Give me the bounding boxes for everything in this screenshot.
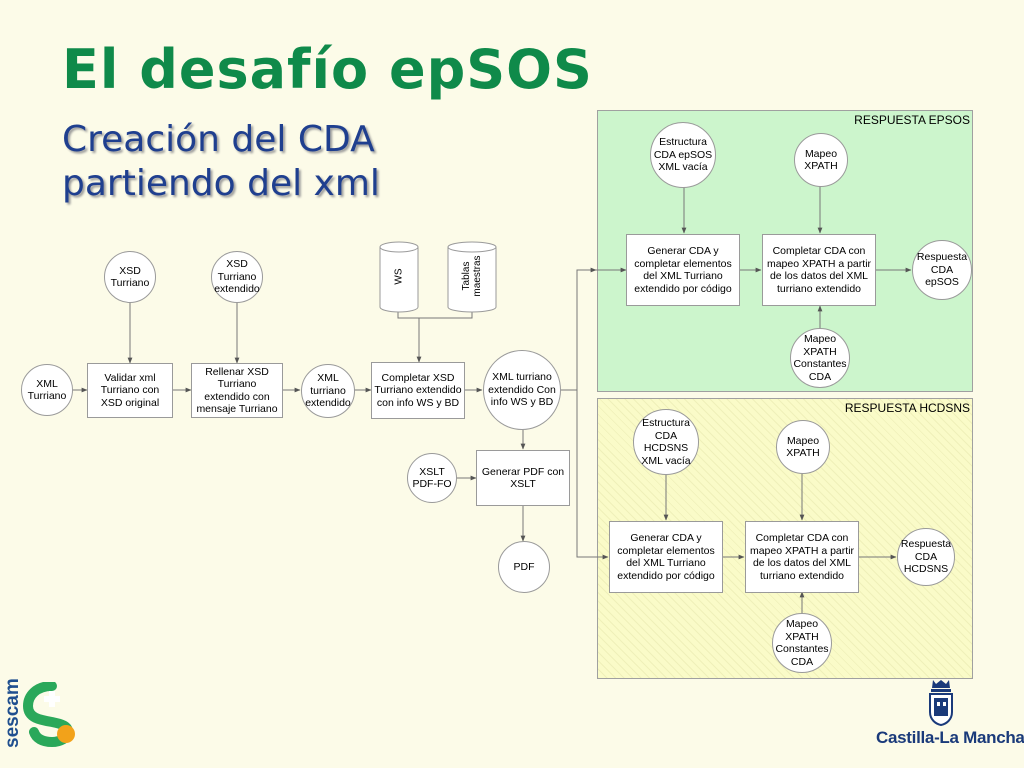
node-xsd-turriano: XSD Turriano bbox=[104, 251, 156, 303]
node-generar-cda-epsos: Generar CDA y completar elementos del XM… bbox=[626, 234, 740, 306]
node-xsd-turriano-extendido: XSD Turriano extendido bbox=[211, 251, 263, 303]
slide-title: El desafío epSOS bbox=[62, 38, 593, 101]
node-completar-cda-hcdsns: Completar CDA con mapeo XPATH a partir d… bbox=[745, 521, 859, 593]
node-generar-pdf: Generar PDF con XSLT bbox=[476, 450, 570, 506]
cylinder-icon bbox=[379, 241, 419, 313]
subtitle-line-2: partiendo del xml bbox=[62, 163, 380, 204]
node-estructura-cda-hcdsns: Estructura CDA HCDSNS XML vacía bbox=[633, 409, 699, 475]
node-ws-database: WS bbox=[379, 241, 419, 313]
node-mapeo-constantes-epsos: Mapeo XPATH Constantes CDA bbox=[790, 328, 850, 388]
node-validar-xml: Validar xml Turriano con XSD original bbox=[87, 363, 173, 418]
region-label-epsos: RESPUESTA EPSOS bbox=[854, 113, 970, 127]
ws-label: WS bbox=[393, 268, 405, 285]
node-xslt-pdf-fo: XSLT PDF-FO bbox=[407, 453, 457, 503]
arrow-xmlinfo-to-epsos bbox=[576, 267, 597, 390]
region-label-hcdsns: RESPUESTA HCDSNS bbox=[844, 401, 970, 415]
node-xml-turriano: XML Turriano bbox=[21, 364, 73, 416]
cylinder-icon bbox=[447, 241, 497, 313]
slide-subtitle: Creación del CDA partiendo del xml bbox=[62, 118, 380, 206]
node-xml-turriano-extendido: XML turriano extendido bbox=[301, 364, 355, 418]
subtitle-line-1: Creación del CDA bbox=[62, 119, 375, 160]
node-mapeo-xpath-hcdsns: Mapeo XPATH bbox=[776, 420, 830, 474]
castilla-la-mancha-logo-text: Castilla-La Mancha bbox=[876, 728, 1024, 747]
node-respuesta-cda-epsos: Respuesta CDA epSOS bbox=[912, 240, 972, 300]
sescam-logo-text: sescam bbox=[2, 678, 23, 748]
node-completar-cda-epsos: Completar CDA con mapeo XPATH a partir d… bbox=[762, 234, 876, 306]
sescam-logo-icon bbox=[22, 682, 75, 748]
node-tablas-maestras-database: Tablas maestras bbox=[447, 241, 497, 313]
node-estructura-cda-epsos: Estructura CDA epSOS XML vacía bbox=[650, 122, 716, 188]
node-pdf: PDF bbox=[498, 541, 550, 593]
node-xml-turriano-info: XML turriano extendido Con info WS y BD bbox=[483, 350, 561, 430]
tablas-label: Tablas maestras bbox=[461, 255, 483, 297]
node-respuesta-cda-hcdsns: Respuesta CDA HCDSNS bbox=[897, 528, 955, 586]
node-generar-cda-hcdsns: Generar CDA y completar elementos del XM… bbox=[609, 521, 723, 593]
castilla-la-mancha-crest-icon bbox=[929, 680, 953, 726]
node-mapeo-xpath-epsos: Mapeo XPATH bbox=[794, 133, 848, 187]
node-mapeo-constantes-hcdsns: Mapeo XPATH Constantes CDA bbox=[772, 613, 832, 673]
node-completar-xsd: Completar XSD Turriano extendido con inf… bbox=[371, 362, 465, 419]
node-rellenar-xsd: Rellenar XSD Turriano extendido con mens… bbox=[191, 363, 283, 418]
